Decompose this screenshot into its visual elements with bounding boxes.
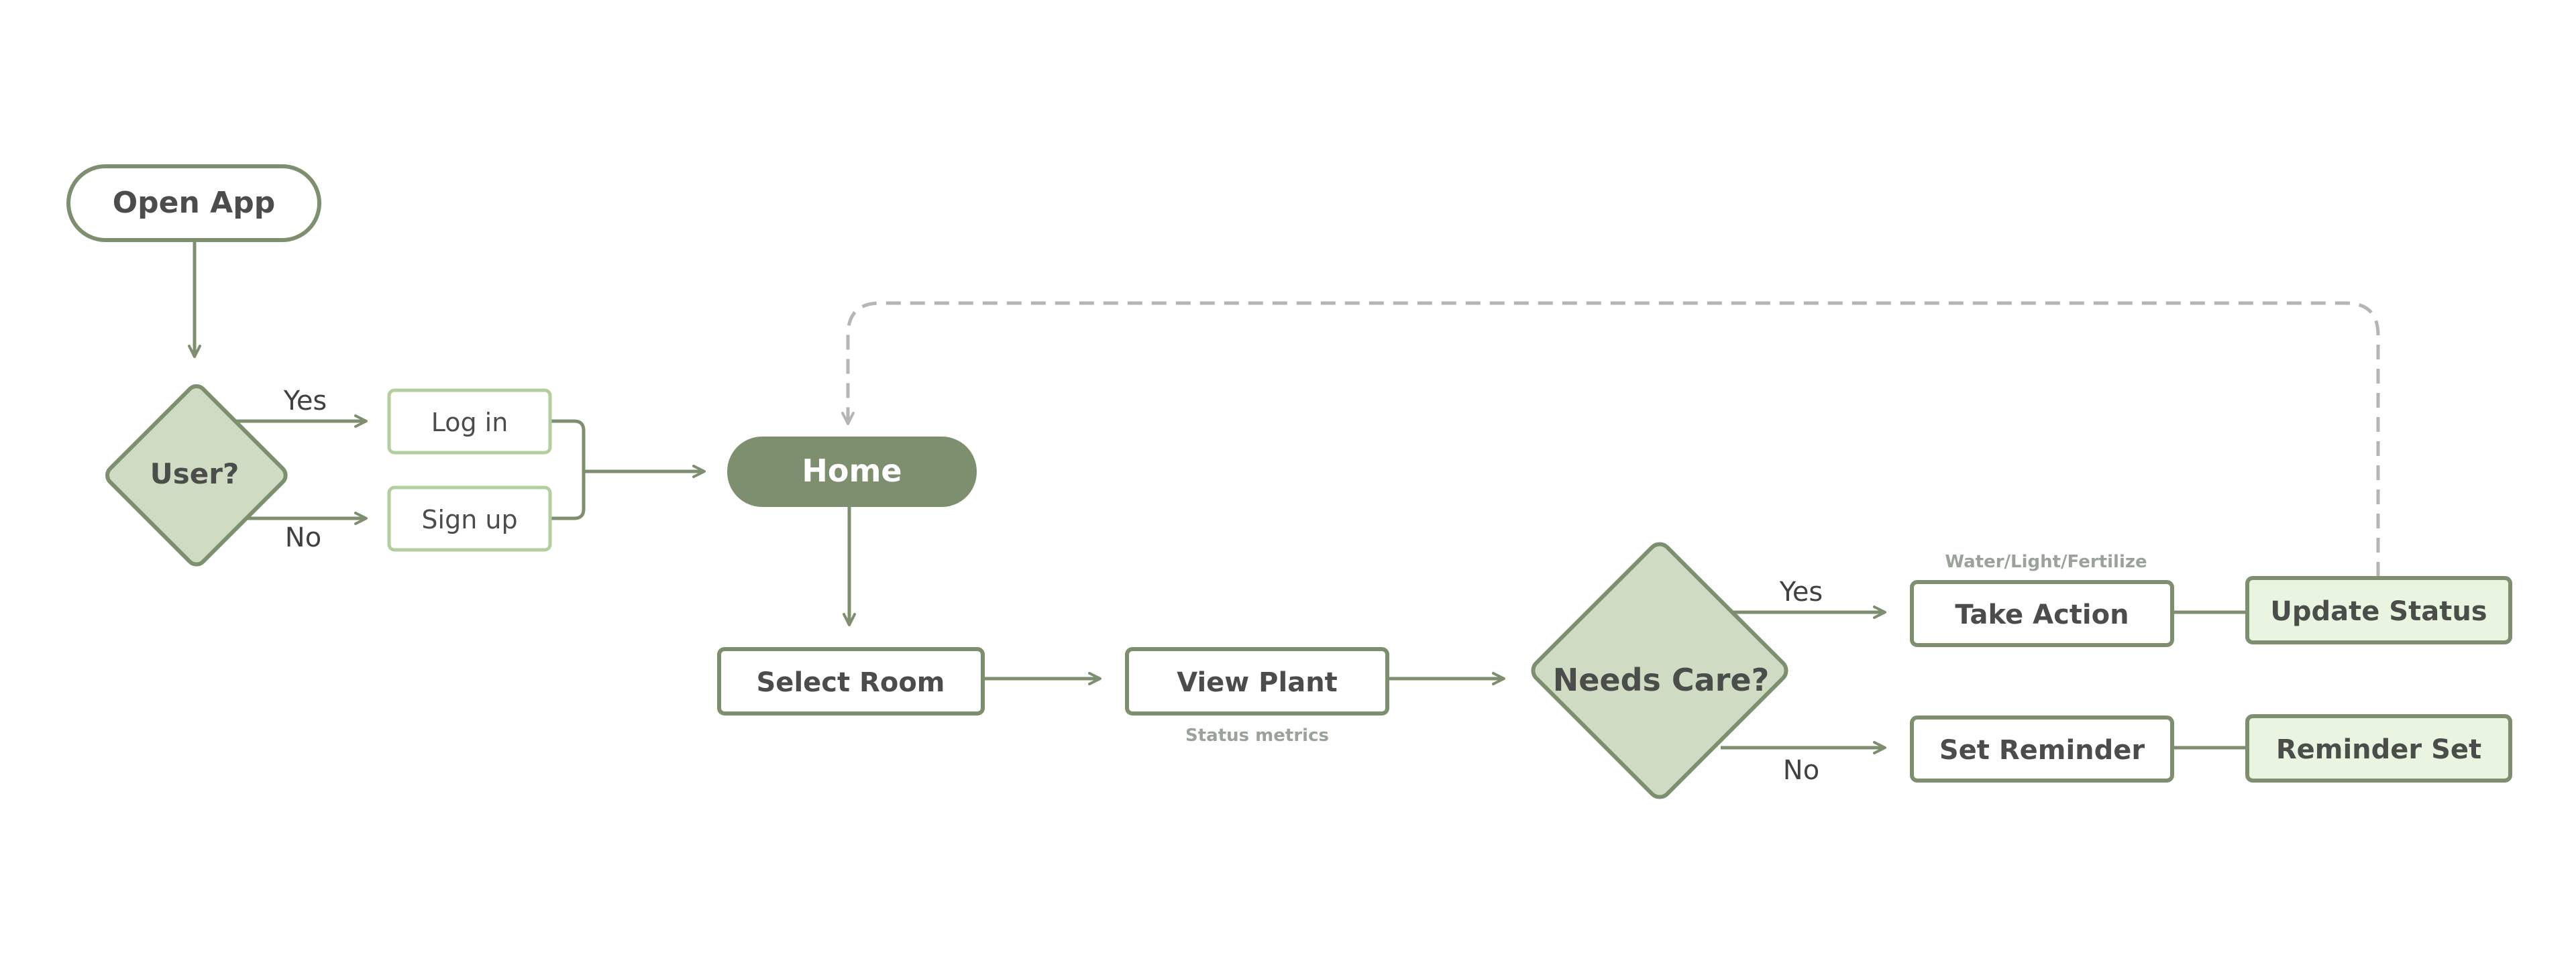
- node-open-app-label: Open App: [113, 186, 275, 220]
- node-set-reminder: Set Reminder: [1910, 716, 2174, 783]
- node-home-shape: [727, 437, 977, 507]
- node-take-action: Take Action: [1910, 580, 2174, 647]
- edge-login-to-junction: [550, 419, 586, 520]
- edge-label-user-no: No: [285, 522, 321, 553]
- node-reminder-set-shape: [2245, 714, 2512, 783]
- node-update-status: Update Status: [2245, 576, 2512, 644]
- node-select-room: Select Room: [717, 647, 985, 716]
- edge-update-status-loop-to-home: [841, 301, 2380, 577]
- node-view-plant-label: View Plant: [1177, 667, 1338, 698]
- node-needs-care-shape: [1531, 542, 1788, 799]
- node-update-status-label: Update Status: [2270, 596, 2487, 627]
- node-take-action-label: Take Action: [1955, 599, 2129, 630]
- node-view-plant: View Plant: [1125, 647, 1389, 716]
- node-needs-care-decision: Needs Care?: [1531, 542, 1788, 799]
- node-set-reminder-label: Set Reminder: [1939, 735, 2145, 766]
- node-take-action-shape: [1910, 580, 2174, 647]
- node-log-in: Log in: [387, 388, 552, 455]
- node-user-shape: [105, 384, 288, 567]
- node-log-in-shape: [387, 388, 552, 455]
- node-sign-up-label: Sign up: [421, 505, 517, 534]
- note-water-light-fertilize: Water/Light/Fertilize: [1945, 552, 2147, 572]
- node-open-app-shape: [66, 164, 321, 242]
- node-user-label: User?: [150, 457, 239, 490]
- node-view-plant-shape: [1125, 647, 1389, 716]
- node-reminder-set-label: Reminder Set: [2276, 734, 2481, 765]
- node-log-in-label: Log in: [431, 408, 508, 437]
- edge-label-user-yes: Yes: [283, 386, 327, 416]
- node-sign-up: Sign up: [387, 485, 552, 552]
- node-needs-care-label: Needs Care?: [1553, 662, 1770, 698]
- node-update-status-shape: [2245, 576, 2512, 644]
- edge-label-care-no: No: [1783, 755, 1819, 786]
- node-select-room-label: Select Room: [757, 667, 945, 698]
- node-home: Home: [727, 437, 977, 507]
- note-status-metrics: Status metrics: [1185, 726, 1329, 746]
- edge-label-care-yes: Yes: [1779, 577, 1823, 608]
- node-reminder-set: Reminder Set: [2245, 714, 2512, 783]
- node-home-label: Home: [802, 453, 902, 489]
- node-user-decision: User?: [105, 384, 288, 567]
- node-select-room-shape: [717, 647, 985, 716]
- node-open-app: Open App: [66, 164, 321, 242]
- node-set-reminder-shape: [1910, 716, 2174, 783]
- node-sign-up-shape: [387, 485, 552, 552]
